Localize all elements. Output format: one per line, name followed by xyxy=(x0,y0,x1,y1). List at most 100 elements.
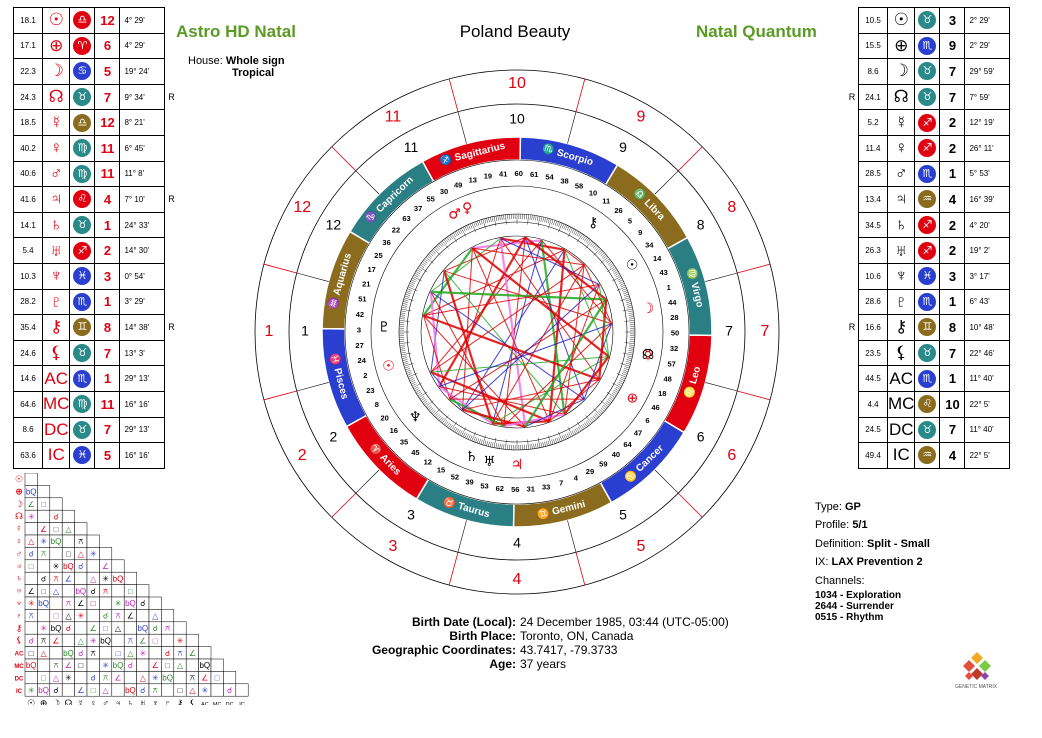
gate-cell: ♍ xyxy=(69,160,96,188)
aspect-symbol: bQ xyxy=(51,537,62,546)
house-value: Whole sign xyxy=(225,55,285,67)
tick-mark xyxy=(409,283,415,286)
aspect-line xyxy=(491,240,543,424)
tick-mark xyxy=(620,363,630,367)
grid-cell xyxy=(37,509,51,523)
tick-mark xyxy=(428,254,433,258)
tick-mark xyxy=(480,439,483,445)
planet-symbol: ♄ xyxy=(886,211,916,239)
tick-mark xyxy=(488,217,490,223)
aspect-symbol: bQ xyxy=(199,661,210,670)
gate-sign-icon: ♉ xyxy=(73,216,92,235)
logo-text: GENETIC MATRIX xyxy=(955,684,998,690)
tick-mark xyxy=(422,261,427,265)
tick-mark xyxy=(629,346,635,348)
inner-house-number: 10 xyxy=(509,111,525,127)
gate-sign-icon: ♍ xyxy=(73,164,92,183)
tick-mark xyxy=(420,397,426,401)
tick-mark xyxy=(466,434,469,439)
tick-mark xyxy=(495,215,497,221)
grid-cell xyxy=(61,509,75,523)
grid-col-label: ♂ xyxy=(102,698,109,705)
grid-cell xyxy=(99,646,113,660)
tick-mark xyxy=(449,424,453,430)
degree-value: 6° 43' xyxy=(964,288,1011,316)
degree-value: 29° 59' xyxy=(964,58,1011,85)
grid-cell xyxy=(74,621,88,635)
degree-value: 22° 5' xyxy=(964,442,1011,469)
gate-line-value: 5.2 xyxy=(858,109,888,136)
house-number: 8 xyxy=(94,314,121,341)
retrograde-marker xyxy=(846,238,859,264)
tick-mark xyxy=(622,352,633,356)
gate-sign-icon: ♈ xyxy=(73,36,92,55)
house-number: 1 xyxy=(94,365,121,392)
gate-sign-icon: ♐ xyxy=(918,113,937,132)
tick-mark xyxy=(407,288,412,291)
house-number: 2 xyxy=(939,134,966,162)
inner-house-divider xyxy=(296,382,329,392)
tick-mark xyxy=(589,241,594,246)
aspect-symbol: ∠ xyxy=(139,636,146,645)
tick-mark xyxy=(473,437,476,442)
tick-mark xyxy=(553,220,556,226)
left-chart-title: Astro HD Natal xyxy=(176,22,296,41)
aspect-line xyxy=(443,270,494,425)
gate-cell: ♉ xyxy=(69,211,96,239)
house-divider xyxy=(331,146,357,172)
inner-house-number: 5 xyxy=(619,506,627,522)
aspect-symbol: ∠ xyxy=(189,649,196,658)
tick-mark xyxy=(423,260,428,264)
gate-sign-icon: ♐ xyxy=(918,241,937,260)
tick-mark xyxy=(601,406,606,410)
retrograde-marker xyxy=(846,135,859,161)
tick-mark xyxy=(585,421,589,426)
tick-mark xyxy=(576,427,580,433)
ix-label: IX: xyxy=(815,556,829,569)
aspect-line xyxy=(524,237,585,400)
tick-mark xyxy=(600,407,605,412)
gate-sign-icon: ♐ xyxy=(73,241,92,260)
aspect-symbol: □ xyxy=(128,587,133,596)
aspect-line xyxy=(430,264,585,373)
gate-number: 36 xyxy=(382,238,390,247)
tick-mark xyxy=(495,443,497,449)
tick-mark xyxy=(573,229,577,235)
grid-cell xyxy=(148,596,162,610)
aspect-symbol: ✳ xyxy=(28,686,35,695)
tick-mark xyxy=(571,228,575,234)
tick-mark xyxy=(533,443,535,449)
aspect-symbol: △ xyxy=(177,661,184,670)
tick-mark xyxy=(595,247,600,251)
tick-mark xyxy=(568,226,572,232)
planet-symbol: ♅ xyxy=(41,237,71,264)
degree-value: 14° 38' xyxy=(119,314,166,341)
tick-mark xyxy=(415,271,421,275)
definition-label: Definition: xyxy=(815,537,864,550)
gate-number: 24 xyxy=(358,356,367,365)
tick-mark xyxy=(624,320,635,322)
retrograde-marker xyxy=(846,417,859,443)
tick-mark xyxy=(478,220,481,226)
retrograde-marker xyxy=(165,340,178,366)
birth-info: Birth Date (Local):24 December 1985, 03:… xyxy=(330,615,729,671)
tick-mark xyxy=(426,255,431,260)
house-number: 7 xyxy=(939,416,966,444)
tick-mark xyxy=(628,350,634,352)
outer-circle xyxy=(254,69,780,595)
tick-mark xyxy=(429,407,434,412)
grid-cell xyxy=(210,683,224,697)
tick-mark xyxy=(540,442,543,448)
tick-mark xyxy=(399,342,410,344)
aspect-symbol: ☌ xyxy=(29,636,34,645)
tick-mark xyxy=(609,264,615,268)
planet-symbol: ⊕ xyxy=(886,32,916,60)
type-value: GP xyxy=(844,501,861,513)
retrograde-marker xyxy=(846,391,859,417)
aspect-symbol: ☌ xyxy=(53,686,58,695)
planet-symbol: ⚷ xyxy=(41,314,71,341)
retrograde-marker xyxy=(165,212,178,238)
